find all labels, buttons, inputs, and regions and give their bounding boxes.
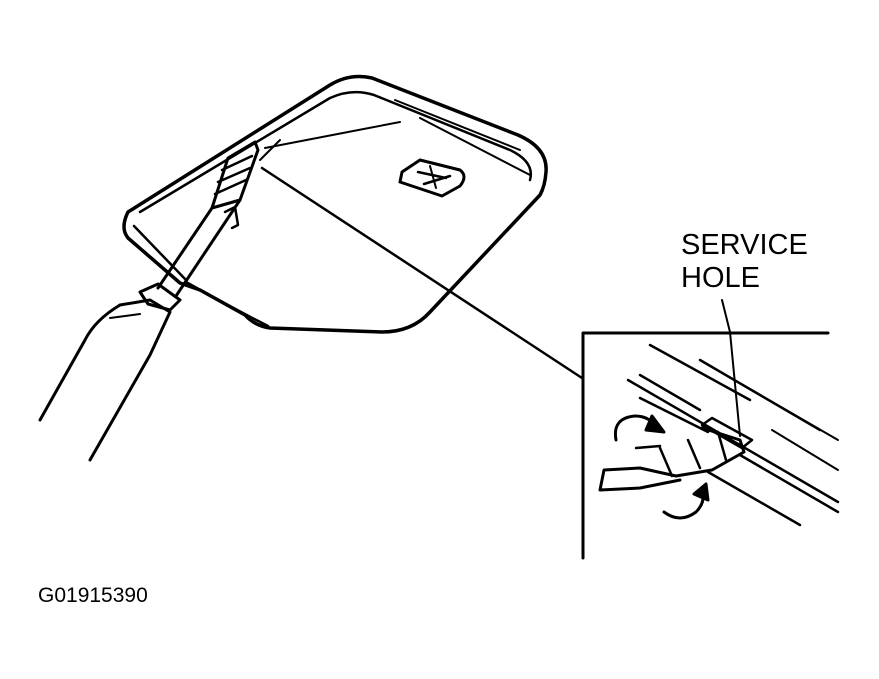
inset-leader-line [260, 166, 584, 380]
screwdriver-shaft [156, 198, 242, 298]
screwdriver-upper [38, 140, 260, 462]
lamp-outer-outline [122, 74, 548, 334]
lamp-bezel-inner [138, 90, 533, 214]
lens-surface-line [264, 121, 401, 149]
lamp-front-face-line [259, 139, 281, 161]
clip-tab [223, 205, 240, 230]
screwdriver-handle [88, 298, 172, 462]
screwdriver-tip [210, 140, 260, 210]
figure-id: G01915390 [38, 584, 148, 607]
lamp-lower-rim [184, 280, 270, 328]
lamp-switch [398, 158, 466, 198]
service-hole [700, 416, 754, 450]
dome-lamp-housing [122, 74, 548, 334]
lens-ridge-line [394, 99, 521, 151]
detail-inset [581, 299, 840, 560]
lens-highlight-line [419, 117, 531, 176]
service-hole-label-line1: SERVICE [681, 229, 808, 261]
lamp-bezel-edge [132, 224, 188, 282]
service-hole-label-line2: HOLE [681, 262, 760, 294]
service-hole-pointer [721, 299, 741, 437]
inset-frame [581, 331, 830, 560]
inset-screwdriver-tip [598, 426, 746, 492]
